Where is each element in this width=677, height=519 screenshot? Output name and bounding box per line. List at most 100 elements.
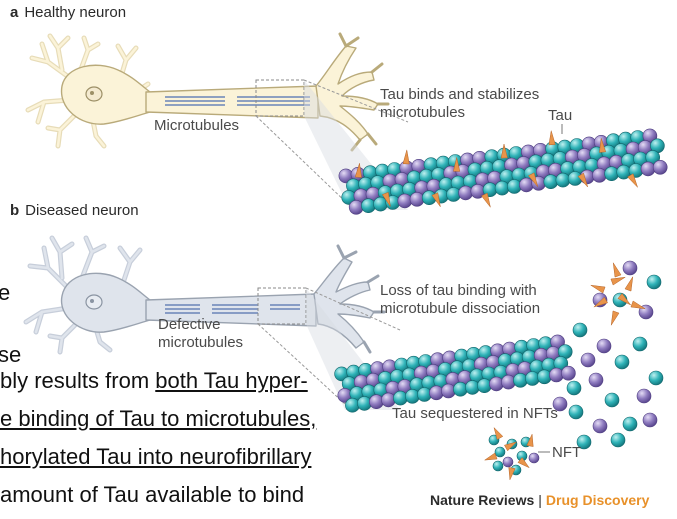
tubulin-subunit <box>446 187 461 202</box>
healthy-neuron <box>25 32 390 152</box>
free-tubulin-subunit <box>636 388 652 404</box>
aggregated-tau <box>610 310 620 326</box>
defective-microtubule-lines <box>165 304 300 314</box>
free-tubulin-subunit <box>648 370 664 386</box>
free-tubulin-subunit <box>568 404 584 420</box>
healthy-nucleus <box>85 86 103 102</box>
tubulin-subunit <box>477 378 492 394</box>
free-tubulin-subunit <box>552 396 568 412</box>
slide-text-line-2: e binding of Tau to microtubules, <box>0 406 317 431</box>
nft-tau <box>493 426 504 440</box>
free-tubulin-subunit <box>622 416 638 432</box>
free-tubulin-subunit <box>596 338 612 354</box>
free-tubulin-subunit <box>622 260 638 276</box>
aggregated-tau <box>610 276 626 286</box>
free-tubulin-subunit <box>646 274 662 290</box>
free-tubulin-subunit <box>580 352 596 368</box>
tau-binding-label-line-1: Tau binds and stabilizes <box>380 86 540 103</box>
free-tubulin-subunit <box>576 434 592 450</box>
tau-protein <box>548 130 556 146</box>
dissociated-tubulin-subunits <box>552 260 664 450</box>
slide-text-line-4: amount of Tau available to bind <box>0 482 305 507</box>
tubulin-subunit <box>357 396 372 411</box>
aggregated-tau <box>617 293 631 306</box>
aggregated-tau <box>624 276 634 292</box>
nft-tau <box>508 467 516 481</box>
nft-tubulin <box>492 460 504 472</box>
free-tubulin-subunit <box>604 392 620 408</box>
zoom-box-diseased <box>257 287 307 325</box>
slide-text-fragment-se: se <box>0 342 22 367</box>
slide-text-fragment-e: e <box>0 280 11 305</box>
tubulin-subunit <box>361 198 376 213</box>
tubulin-subunit <box>494 180 510 196</box>
nft-label: NFT <box>552 444 582 461</box>
tubulin-subunit <box>519 177 534 193</box>
tubulin-subunit <box>525 371 540 386</box>
tau-protein <box>577 172 588 188</box>
tubulin-subunit <box>409 192 425 207</box>
nft-tau <box>483 452 498 461</box>
tubulin-subunit <box>369 394 384 410</box>
tubulin-subunit <box>465 380 480 395</box>
tubulin-subunit <box>543 174 559 189</box>
free-tubulin-subunit <box>642 412 658 428</box>
free-tubulin-subunit <box>632 336 648 352</box>
aggregated-tau <box>593 296 608 308</box>
tau-sequestered-label: Tau sequestered in NFTs <box>392 405 558 422</box>
aggregated-tau <box>612 262 622 278</box>
tubulin-subunit <box>537 369 552 385</box>
tubulin-subunit <box>489 376 504 392</box>
free-tubulin-subunit <box>614 354 630 370</box>
tubulin-subunit <box>405 388 420 404</box>
tubulin-subunit <box>555 172 571 188</box>
nft-tubulin <box>502 456 514 468</box>
tau-protein <box>381 191 391 207</box>
healthy-microtubule-lines <box>165 96 310 106</box>
nft-tau <box>526 433 534 447</box>
tau-protein <box>354 163 362 178</box>
tau-protein <box>500 143 508 159</box>
tau-protein <box>599 138 607 153</box>
neurofibrillary-tangle <box>483 426 540 481</box>
tubulin-subunit <box>501 374 516 390</box>
diseased-neuron <box>23 235 386 355</box>
tubulin-subunit <box>397 193 413 209</box>
slide-text-line-1: bly results from both Tau hyper- <box>0 368 308 393</box>
free-tubulin-subunit <box>610 432 626 448</box>
defective-label-line-1: Defective <box>158 316 221 333</box>
tubulin-subunit <box>453 381 468 397</box>
tubulin-subunit <box>348 200 364 215</box>
tau-protein <box>402 149 410 165</box>
aggregated-tau <box>630 300 646 310</box>
diseased-nucleus <box>85 294 103 310</box>
microtubules-label: Microtubules <box>154 117 240 134</box>
loss-label-line-2: microtubule dissociation <box>380 300 541 317</box>
tubulin-subunit <box>640 161 656 177</box>
defective-label-line-2: microtubules <box>158 334 244 351</box>
tau-protein <box>453 157 461 172</box>
tubulin-subunit <box>393 390 408 406</box>
nft-tau <box>517 457 530 469</box>
zoom-box-healthy <box>255 79 305 117</box>
free-tau-aggregate <box>590 262 646 326</box>
tau-label: Tau <box>548 107 573 124</box>
tubulin-subunit <box>458 185 473 201</box>
nft-tubulin <box>494 446 506 458</box>
tubulin-subunit <box>429 385 444 401</box>
tau-protein <box>528 172 538 187</box>
tau-binding-label-line-2: microtubules <box>380 104 466 121</box>
slide-text-line-3: horylated Tau into neurofibrillary <box>0 444 312 469</box>
aggregated-tau <box>590 284 606 294</box>
nft-tubulin <box>528 452 540 464</box>
tubulin-subunit <box>561 365 576 381</box>
figure-credit: Nature Reviews|Drug Discovery <box>430 492 650 508</box>
tubulin-subunit <box>417 387 432 402</box>
tau-protein <box>481 192 491 208</box>
tubulin-subunit <box>549 367 564 383</box>
tubulin-subunit <box>441 383 456 399</box>
tubulin-subunit <box>345 397 360 413</box>
